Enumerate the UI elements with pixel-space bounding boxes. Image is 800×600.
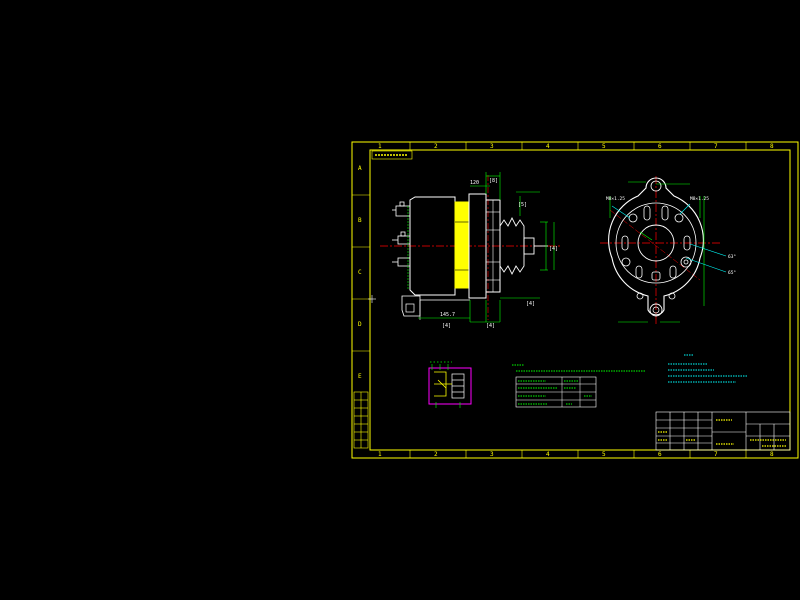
mounting-foot (401, 295, 421, 317)
col-marker-4-bottom: 4 (546, 451, 550, 458)
rear-cover-outline (608, 177, 704, 316)
col-marker-5: 5 (602, 143, 606, 150)
row-marker-a: A (358, 165, 362, 172)
drawing-notes (668, 354, 748, 383)
col-marker-6-bottom: 6 (658, 451, 662, 458)
terminal-studs (392, 201, 411, 267)
wiring-schematic (428, 361, 472, 408)
row-marker-d: D (358, 321, 362, 328)
row-marker-b: B (358, 217, 362, 224)
front-view-dimensions (609, 181, 705, 323)
schematic-border (428, 367, 472, 405)
col-marker-8-bottom: 8 (770, 451, 774, 458)
dim-text-angle-2: 65° (728, 270, 736, 276)
vent-slots (621, 205, 691, 281)
bearing-boss (637, 224, 675, 262)
alternator-side-view (380, 175, 560, 320)
row-marker-c: C (358, 269, 362, 276)
alternator-front-view (600, 176, 720, 326)
col-marker-3-bottom: 3 (490, 451, 494, 458)
stator-band (454, 201, 470, 289)
outer-border (351, 141, 799, 459)
dim-text-2: 120 (470, 180, 479, 186)
col-marker-2: 2 (434, 143, 438, 150)
dim-text-4: [4] (549, 246, 558, 252)
col-marker-1: 1 (378, 143, 382, 150)
row-marker-e: E (358, 373, 362, 380)
performance-table (515, 376, 597, 408)
dim-text-1: [8] (489, 178, 498, 184)
col-marker-7-bottom: 7 (714, 451, 718, 458)
front-view-dimension-text: M8×1.25 M8×1.25 63° 65° (606, 196, 736, 276)
front-view-leaders (611, 203, 727, 273)
col-marker-1-bottom: 1 (378, 451, 382, 458)
revision-strip (353, 391, 369, 449)
zone-markers: 1 2 3 4 5 6 7 8 1 2 3 4 5 6 7 8 A B C D … (358, 143, 774, 458)
technical-requirements (512, 364, 646, 372)
dim-text-3: [5] (518, 202, 527, 208)
rear-housing (409, 196, 456, 296)
front-housing (468, 193, 487, 299)
title-block-fills (658, 419, 786, 447)
side-view-dimensions (407, 172, 555, 323)
side-view-dimension-text: [8] 120 [5] [4] 145.7 [4] [4] [4] (440, 178, 558, 329)
col-marker-4: 4 (546, 143, 550, 150)
top-mount-eye (650, 180, 662, 192)
drawing-code-box (371, 150, 413, 160)
col-marker-7: 7 (714, 143, 718, 150)
cooling-fan (485, 199, 501, 293)
dim-text-5: 145.7 (440, 312, 455, 318)
col-marker-3: 3 (490, 143, 494, 150)
title-block-border (655, 411, 791, 451)
inner-border (369, 149, 791, 451)
dim-text-angle-1: 63° (728, 254, 736, 260)
origin-marker (368, 295, 376, 303)
zone-ticks (352, 142, 747, 458)
dim-text-6: [4] (442, 323, 451, 329)
title-block (655, 411, 791, 451)
dim-text-thread-left: M8×1.25 (606, 196, 625, 202)
drawing-frame (351, 141, 799, 459)
col-marker-6: 6 (658, 143, 662, 150)
bottom-mount-eye (649, 303, 663, 317)
dim-text-thread-right: M8×1.25 (690, 196, 709, 202)
col-marker-5-bottom: 5 (602, 451, 606, 458)
col-marker-8: 8 (770, 143, 774, 150)
drive-pulley (499, 216, 548, 276)
col-marker-2-bottom: 2 (434, 451, 438, 458)
dim-text-8: [4] (526, 301, 535, 307)
terminal-holes (621, 213, 692, 300)
dim-text-7: [4] (486, 323, 495, 329)
